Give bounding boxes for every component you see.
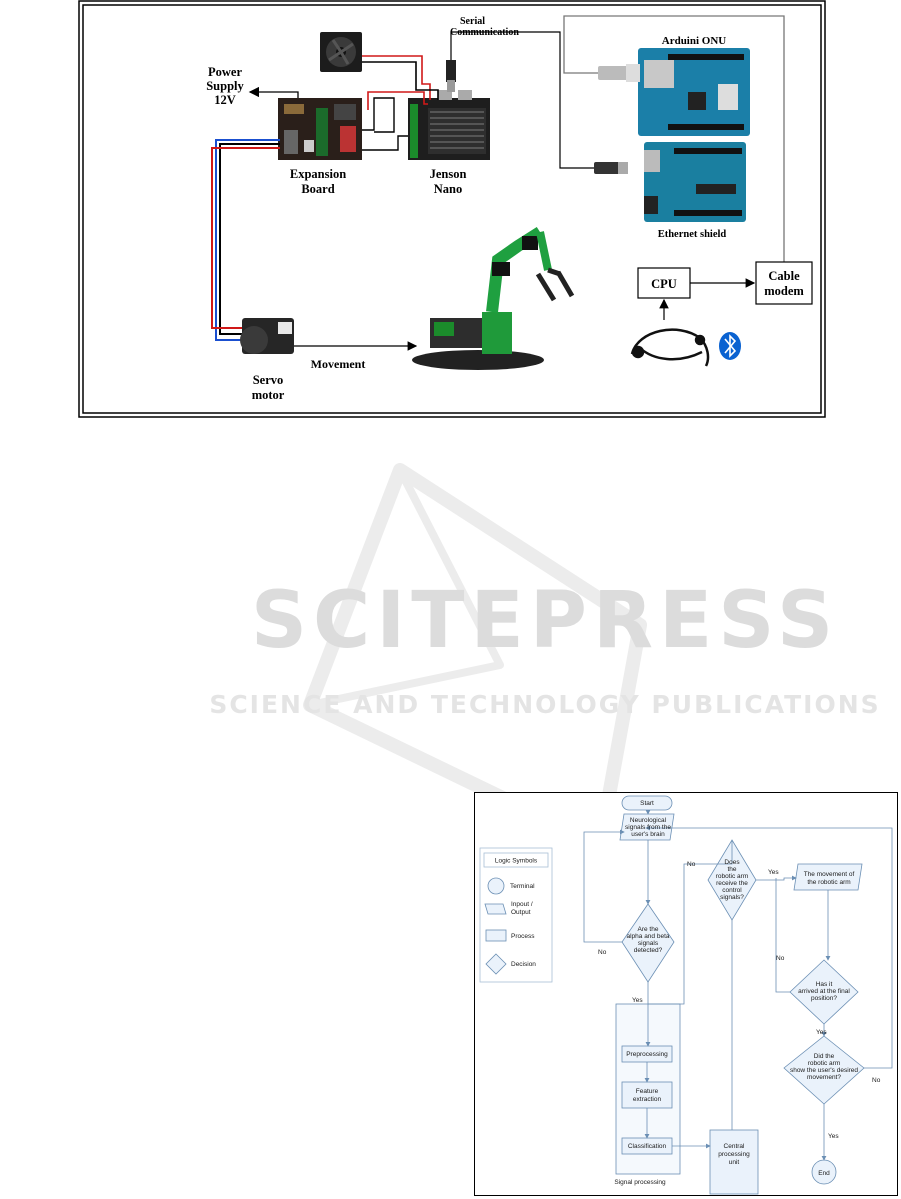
jetson-label-1: Jenson bbox=[430, 167, 467, 181]
cable-modem-box bbox=[755, 261, 813, 305]
cpu-label: CPU bbox=[651, 277, 677, 291]
final-label-3: position? bbox=[811, 995, 837, 1002]
expansion-label-2: Board bbox=[301, 182, 334, 196]
power-label-1: Power bbox=[208, 65, 242, 79]
serial-label-2: Communication bbox=[450, 27, 519, 38]
usb-plug-icon bbox=[446, 60, 456, 92]
receive-label-5: control bbox=[722, 887, 742, 894]
neuro-label-1: Neurological bbox=[630, 817, 667, 824]
jetson-label-2: Nano bbox=[434, 182, 462, 196]
end-label: End bbox=[818, 1170, 830, 1177]
alpha-label-3: signals bbox=[638, 940, 659, 947]
servo-wires bbox=[211, 139, 280, 341]
jetson-nano-image bbox=[408, 90, 490, 160]
receive-label-3: robotic arm bbox=[716, 873, 749, 880]
power-label-3: 12V bbox=[214, 93, 236, 107]
legend-decision: Decision bbox=[511, 961, 536, 968]
receive-label-6: signals? bbox=[720, 894, 744, 901]
alpha-label-1: Are the bbox=[638, 926, 659, 933]
serial-cable bbox=[450, 31, 594, 169]
legend-io-2: Output bbox=[511, 909, 531, 916]
usb-cable-plug-icon bbox=[594, 162, 628, 174]
movement-io-label-1: The movement of bbox=[804, 871, 855, 878]
watermark-subtitle: SCIENCE AND TECHNOLOGY PUBLICATIONS bbox=[209, 690, 880, 719]
final-label-1: Has it bbox=[816, 981, 833, 988]
servo-label-1: Servo bbox=[253, 373, 284, 387]
alpha-label-4: detected? bbox=[634, 947, 663, 954]
cpu-unit-label-2: processing bbox=[718, 1151, 750, 1158]
inner-frame bbox=[82, 4, 822, 414]
bluetooth-icon bbox=[719, 332, 741, 360]
legend-terminal: Terminal bbox=[510, 883, 535, 890]
alpha-label-2: alpha and beta bbox=[626, 933, 669, 940]
power-supply-arrow bbox=[248, 86, 299, 98]
publisher-watermark: SCITEPRESS SCIENCE AND TECHNOLOGY PUBLIC… bbox=[200, 455, 890, 865]
legend-io-shape bbox=[484, 903, 507, 915]
yes-label-desired: Yes bbox=[828, 1133, 839, 1140]
final-label-2: arrived at the final bbox=[798, 988, 850, 995]
expansion-board-image bbox=[278, 98, 362, 160]
board-power-wires bbox=[362, 97, 408, 151]
central-processing-unit-box bbox=[709, 1129, 759, 1195]
movement-label: Movement bbox=[311, 357, 366, 371]
robotic-arm-icon bbox=[412, 226, 575, 370]
fan-power-wires bbox=[362, 55, 439, 110]
cpu-box bbox=[637, 267, 691, 299]
serial-label-1: Serial bbox=[460, 16, 485, 27]
legend: Logic Symbols Terminal Inpout / Output P… bbox=[479, 847, 553, 983]
neuro-label-3: user's brain bbox=[631, 831, 665, 838]
arduino-ethernet-board-image bbox=[638, 48, 750, 136]
legend-title: Logic Symbols bbox=[495, 858, 538, 865]
no-label-final: No bbox=[776, 955, 785, 962]
no-label-desired: No bbox=[872, 1077, 881, 1084]
ethernet-shield-label: Ethernet shield bbox=[658, 229, 727, 240]
servo-label-2: motor bbox=[252, 388, 285, 402]
feature-label-1: Feature bbox=[636, 1088, 659, 1095]
desired-label-3: show the user's desired bbox=[790, 1067, 858, 1074]
hardware-diagram: Serial Communication Arduini ONU Power S… bbox=[78, 0, 826, 418]
neuro-label-2: signals from the bbox=[625, 824, 671, 831]
power-label-2: Supply bbox=[206, 79, 244, 93]
desired-label-4: movement? bbox=[807, 1074, 841, 1081]
watermark-title: SCITEPRESS bbox=[251, 576, 839, 666]
fan-icon bbox=[320, 32, 362, 72]
start-label: Start bbox=[640, 800, 654, 807]
desired-label-1: Did the bbox=[814, 1053, 835, 1060]
yes-label-final: Yes bbox=[816, 1029, 827, 1036]
feature-extraction-box bbox=[621, 1081, 673, 1109]
cpu-unit-label-3: unit bbox=[729, 1159, 740, 1166]
yes-label-alpha: Yes bbox=[632, 997, 643, 1004]
desired-label-2: robotic arm bbox=[808, 1060, 841, 1067]
legend-terminal-shape bbox=[487, 877, 505, 895]
legend-process-shape bbox=[485, 929, 507, 942]
cable-modem-label-1: Cable bbox=[768, 269, 800, 283]
legend-process: Process bbox=[511, 933, 535, 940]
movement-io bbox=[793, 863, 863, 891]
ethernet-plug-icon bbox=[598, 64, 640, 82]
classification-label: Classification bbox=[628, 1143, 667, 1150]
yes-label-receive: Yes bbox=[768, 869, 779, 876]
legend-decision-shape bbox=[485, 953, 507, 975]
servo-icon bbox=[240, 318, 294, 354]
eeg-headset-icon bbox=[630, 328, 710, 367]
feature-label-2: extraction bbox=[633, 1096, 662, 1103]
no-label-alpha: No bbox=[598, 949, 607, 956]
arduino-uno-image bbox=[644, 142, 746, 222]
arduino-label: Arduini ONU bbox=[662, 35, 727, 47]
receive-label-2: the bbox=[727, 866, 736, 873]
movement-io-label-2: the robotic arm bbox=[807, 879, 850, 886]
cable-modem-label-2: modem bbox=[764, 284, 804, 298]
legend-io-1: Inpout / bbox=[511, 901, 533, 908]
expansion-label-1: Expansion bbox=[290, 167, 346, 181]
cpu-unit-label-1: Central bbox=[724, 1143, 746, 1150]
no-label-receive: No bbox=[687, 861, 696, 868]
preprocessing-label: Preprocessing bbox=[626, 1051, 668, 1058]
outer-frame bbox=[78, 0, 826, 418]
flowchart: Logic Symbols Terminal Inpout / Output P… bbox=[474, 792, 898, 1196]
receive-label-4: receive the bbox=[716, 880, 748, 887]
receive-label-1: Does bbox=[724, 859, 740, 866]
signal-processing-label: Signal processing bbox=[614, 1179, 666, 1186]
network-cable bbox=[563, 15, 785, 262]
